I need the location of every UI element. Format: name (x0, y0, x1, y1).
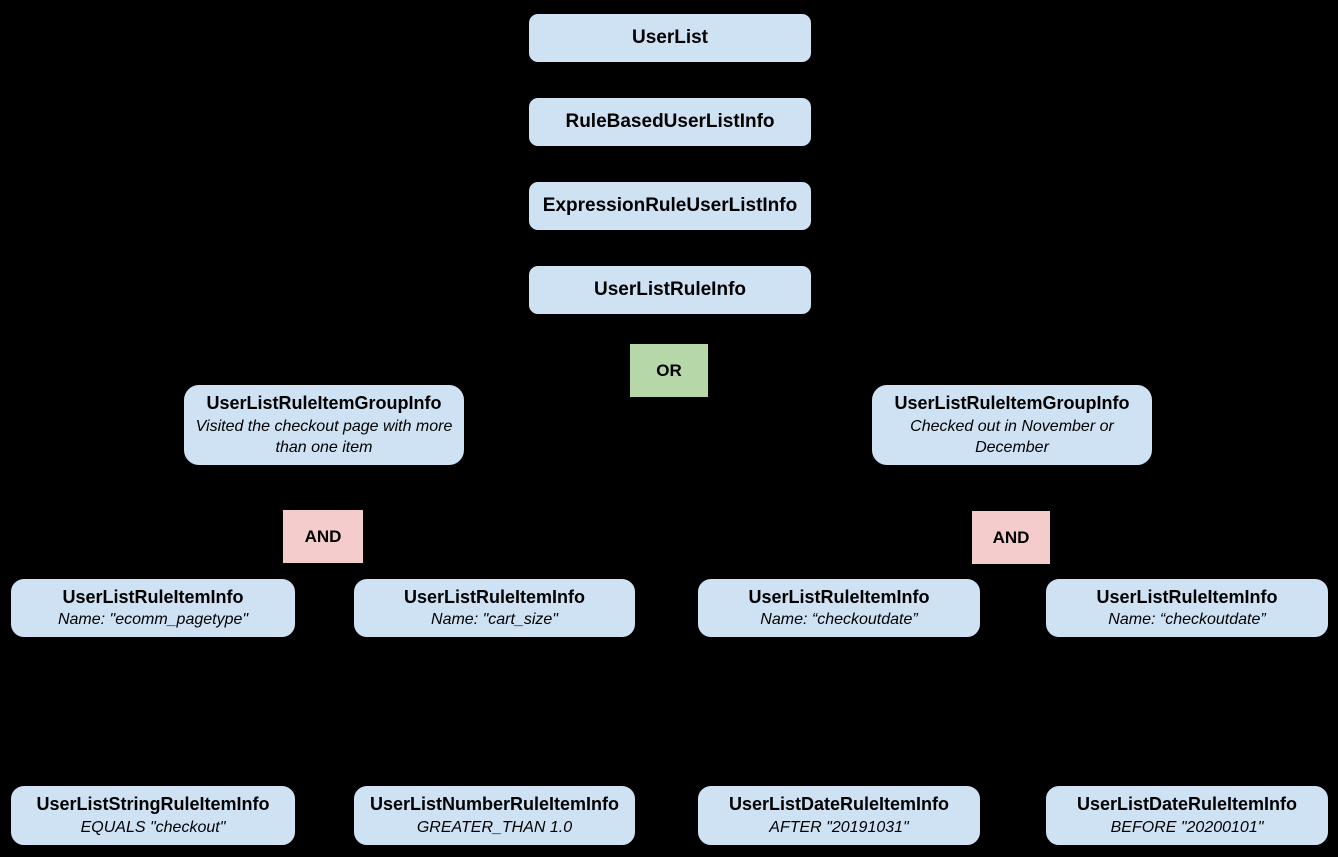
or-operator-label: OR (656, 360, 682, 380)
node-numberruleitem: UserListNumberRuleItemInfo GREATER_THAN … (353, 785, 636, 846)
node-ruleitem-checkoutdate-1: UserListRuleItemInfo Name: “checkoutdate… (697, 578, 981, 638)
node-label: UserListDateRuleItemInfo (728, 794, 950, 815)
node-label: UserListRuleItemGroupInfo (206, 393, 442, 414)
node-dateruleitem-before: UserListDateRuleItemInfo BEFORE "2020010… (1045, 785, 1329, 846)
node-label: UserListRuleItemInfo (748, 586, 930, 607)
and-operator-badge-left: AND (283, 510, 363, 563)
node-description: Name: “checkoutdate” (760, 611, 918, 629)
node-label: UserListRuleItemInfo (62, 586, 244, 607)
node-description: Visited the checkout page with more than… (195, 417, 453, 456)
node-label: UserListRuleItemInfo (1096, 586, 1278, 607)
node-userlist: UserList (528, 13, 812, 63)
node-dateruleitem-after: UserListDateRuleItemInfo AFTER "20191031… (697, 785, 981, 846)
node-description: Name: “checkoutdate” (1108, 611, 1266, 629)
node-ruleitem-checkoutdate-2: UserListRuleItemInfo Name: “checkoutdate… (1045, 578, 1329, 638)
node-description: Name: "cart_size" (431, 611, 558, 629)
node-stringruleitem: UserListStringRuleItemInfo EQUALS "check… (10, 785, 296, 846)
node-description: GREATER_THAN 1.0 (416, 818, 573, 836)
node-ruleitem-cart-size: UserListRuleItemInfo Name: "cart_size" (353, 578, 636, 638)
node-label: RuleBasedUserListInfo (565, 110, 775, 132)
node-ruleitemgroup-left: UserListRuleItemGroupInfo Visited the ch… (183, 384, 465, 466)
node-label: UserListRuleItemGroupInfo (894, 393, 1130, 414)
node-label: UserListNumberRuleItemInfo (369, 794, 620, 815)
node-ruleitem-ecomm-pagetype: UserListRuleItemInfo Name: "ecomm_pagety… (10, 578, 296, 638)
node-description: Name: "ecomm_pagetype" (57, 611, 249, 629)
and-operator-badge-right: AND (972, 511, 1050, 564)
node-description: EQUALS "checkout" (80, 818, 226, 836)
and-operator-label: AND (304, 526, 342, 546)
node-ruleitemgroup-right: UserListRuleItemGroupInfo Checked out in… (871, 384, 1153, 466)
node-description: BEFORE "20200101" (1110, 818, 1264, 836)
node-description: AFTER "20191031" (769, 818, 909, 836)
node-label: UserListDateRuleItemInfo (1076, 794, 1298, 815)
or-operator-badge: OR (630, 344, 708, 397)
node-label: ExpressionRuleUserListInfo (542, 194, 798, 216)
node-description: Checked out in November or December (910, 417, 1114, 456)
node-userlistruleinfo: UserListRuleInfo (528, 265, 812, 315)
and-operator-label: AND (992, 527, 1030, 547)
node-label: UserList (631, 26, 709, 48)
node-rulebaseduserlistinfo: RuleBasedUserListInfo (528, 97, 812, 147)
node-label: UserListRuleItemInfo (403, 586, 586, 607)
node-label: UserListRuleInfo (593, 278, 747, 300)
node-expressionruleuserlistinfo: ExpressionRuleUserListInfo (528, 181, 812, 231)
node-label: UserListStringRuleItemInfo (36, 794, 270, 815)
